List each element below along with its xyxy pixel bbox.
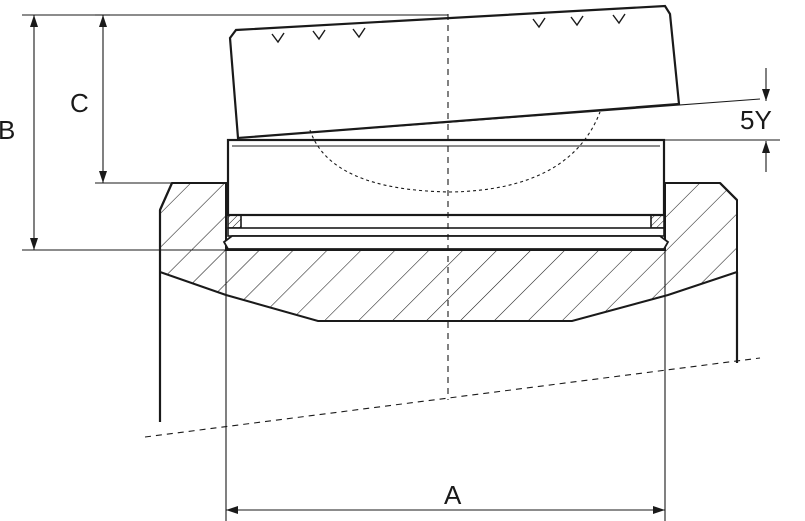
seal-groove-right (650, 214, 665, 229)
label-b: B (0, 115, 15, 145)
housing-left-chamfer (158, 182, 174, 211)
retaining-ring (227, 227, 665, 237)
plate-underside-line (237, 98, 761, 139)
top-plate-serrations (271, 13, 626, 44)
label-angle: 5Y (740, 105, 772, 135)
tilted-top-plate (228, 4, 681, 140)
housing-right-chamfer (719, 182, 738, 201)
spherical-seat-dashed-arc (309, 111, 601, 193)
label-c: C (70, 88, 89, 118)
label-a: A (444, 480, 462, 510)
sloped-surface-dashed-line (144, 357, 761, 438)
lower-snap-ring (222, 235, 670, 250)
seal-groove-left (227, 214, 242, 229)
bearing-outer-ring (226, 138, 666, 217)
